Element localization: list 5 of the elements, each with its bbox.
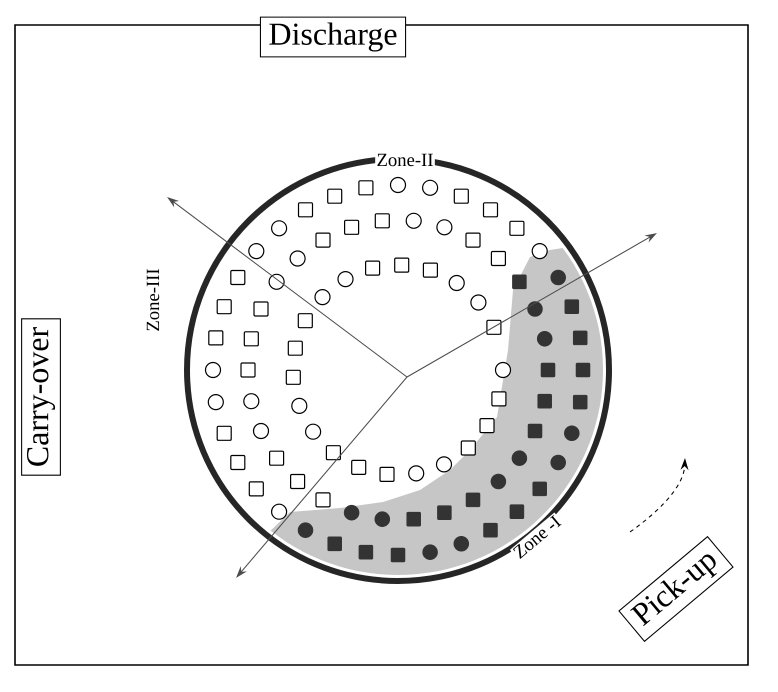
label-box: Carry-over [21,318,61,476]
zone-label: Zone -I [510,512,564,562]
label-box: Discharge [260,16,406,58]
zone-label: Zone-III [145,267,161,333]
zone-label: Zone-II [375,152,435,168]
